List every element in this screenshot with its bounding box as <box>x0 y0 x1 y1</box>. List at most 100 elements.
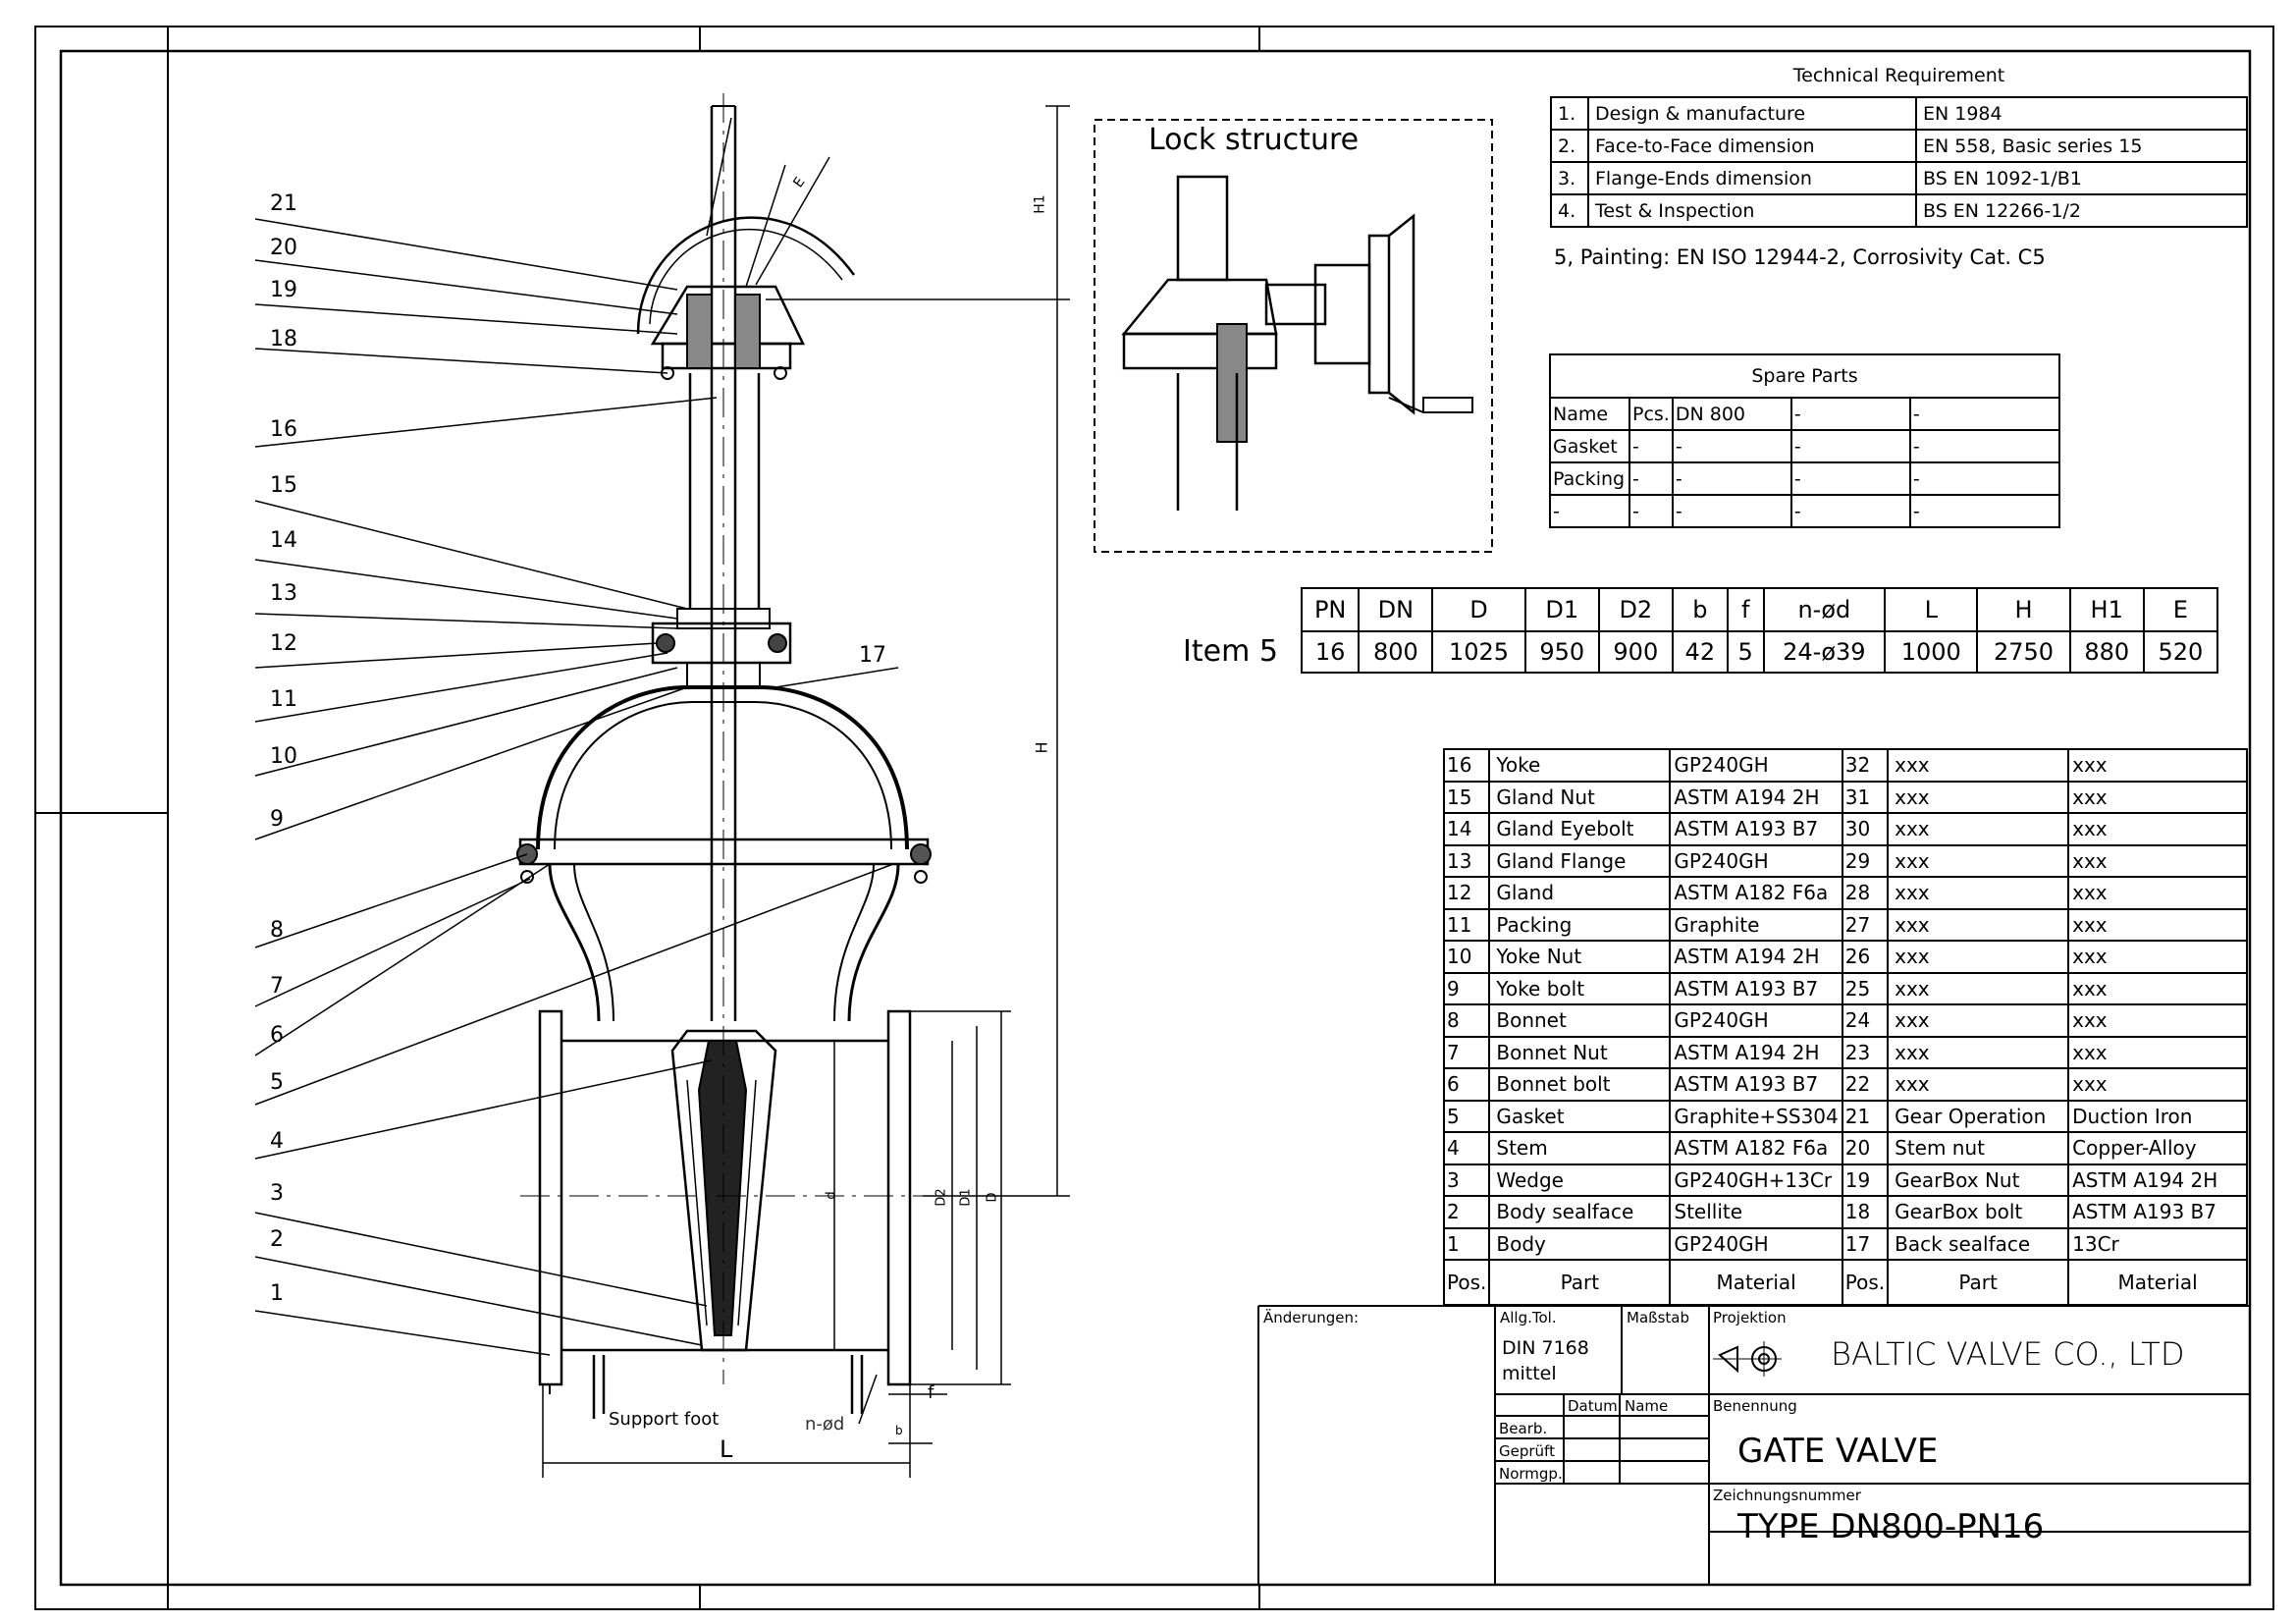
parts-pos: 9 <box>1442 971 1491 1005</box>
parts-part: xxx <box>1887 940 2070 974</box>
dim-value: 900 <box>1597 630 1674 674</box>
spare-cell: - <box>1789 461 1911 496</box>
spare-cell: - <box>1629 429 1674 463</box>
callout-8: 8 <box>270 918 284 943</box>
parts-material: ASTM A194 2H <box>2067 1163 2248 1197</box>
dimensions-row-label: Item 5 <box>1183 634 1278 669</box>
tech-req-item: Design & manufacture <box>1587 96 1917 131</box>
parts-material: xxx <box>2067 971 2248 1005</box>
tech-req-value: EN 558, Basic series 15 <box>1915 129 2248 163</box>
parts-material: GP240GH <box>1669 748 1843 783</box>
company-name: BALTIC VALVE CO., LTD <box>1831 1335 2185 1373</box>
parts-part: GearBox bolt <box>1887 1195 2070 1229</box>
parts-part: xxx <box>1887 1067 2070 1102</box>
parts-pos: 2 <box>1442 1195 1491 1229</box>
parts-pos: 7 <box>1442 1035 1491 1069</box>
painting-note: 5, Painting: EN ISO 12944-2, Corrosivity… <box>1554 245 2046 269</box>
parts-material: xxx <box>2067 1067 2248 1102</box>
callout-1: 1 <box>270 1281 284 1306</box>
parts-material: Stellite <box>1669 1195 1843 1229</box>
parts-material: xxx <box>2067 876 2248 910</box>
spare-parts-title: Spare Parts <box>1549 353 2060 399</box>
normgp-label: Normgp. <box>1499 1465 1563 1483</box>
callout-9: 9 <box>270 807 284 832</box>
dim-value: 520 <box>2142 630 2219 674</box>
parts-pos: 25 <box>1841 971 1890 1005</box>
dim-value: 5 <box>1726 630 1765 674</box>
parts-pos: 14 <box>1442 812 1491 846</box>
parts-part: Gland Nut <box>1488 780 1672 814</box>
spare-cell: - <box>1549 494 1630 528</box>
parts-part: xxx <box>1887 971 2070 1005</box>
callout-20: 20 <box>270 236 297 260</box>
tech-req-value: EN 1984 <box>1915 96 2248 131</box>
parts-pos: 4 <box>1442 1131 1491 1165</box>
parts-part: Yoke Nut <box>1488 940 1672 974</box>
parts-pos: 5 <box>1442 1099 1491 1133</box>
parts-part: Wedge <box>1488 1163 1672 1197</box>
parts-part: Body <box>1488 1226 1672 1261</box>
dim-value: 1025 <box>1431 630 1526 674</box>
dim-n-d-label: n-ød <box>805 1414 845 1435</box>
parts-part: Bonnet <box>1488 1003 1672 1038</box>
dim-value: 16 <box>1300 630 1361 674</box>
parts-header-material: Material <box>1669 1259 1843 1306</box>
dim-header: H <box>1976 587 2071 632</box>
spare-cell: Packing <box>1549 461 1630 496</box>
parts-material: Copper-Alloy <box>2067 1131 2248 1165</box>
callout-16: 16 <box>270 417 297 442</box>
spare-header: DN 800 <box>1671 397 1792 431</box>
parts-pos: 8 <box>1442 1003 1491 1038</box>
parts-part: xxx <box>1887 843 2070 878</box>
spare-cell: Gasket <box>1549 429 1630 463</box>
tech-req-item: Test & Inspection <box>1587 193 1917 228</box>
parts-material: xxx <box>2067 780 2248 814</box>
parts-pos: 3 <box>1442 1163 1491 1197</box>
parts-pos: 23 <box>1841 1035 1890 1069</box>
tech-req-no: 2. <box>1550 129 1589 163</box>
parts-part: xxx <box>1887 780 2070 814</box>
parts-pos: 17 <box>1841 1226 1890 1261</box>
parts-part: Back sealface <box>1887 1226 2070 1261</box>
parts-material: ASTM A193 B7 <box>1669 812 1843 846</box>
dim-header: D1 <box>1523 587 1600 632</box>
parts-pos: 16 <box>1442 748 1491 783</box>
dim-header: D <box>1431 587 1526 632</box>
callout-18: 18 <box>270 327 297 352</box>
parts-material: ASTM A194 2H <box>1669 780 1843 814</box>
callout-6: 6 <box>270 1023 284 1048</box>
parts-part: xxx <box>1887 812 2070 846</box>
parts-pos: 12 <box>1442 876 1491 910</box>
callout-3: 3 <box>270 1181 284 1206</box>
lock-structure-frame <box>1094 119 1493 553</box>
dim-header: f <box>1726 587 1765 632</box>
parts-material: GP240GH <box>1669 843 1843 878</box>
parts-material: Graphite+SS304 <box>1669 1099 1843 1133</box>
parts-header-pos: Pos. <box>1442 1259 1491 1306</box>
parts-pos: 27 <box>1841 907 1890 942</box>
parts-material: ASTM A194 2H <box>1669 1035 1843 1069</box>
spare-cell: - <box>1629 461 1674 496</box>
callout-19: 19 <box>270 278 297 302</box>
outer-frame <box>34 26 2274 1610</box>
callout-10: 10 <box>270 744 297 769</box>
spare-cell: - <box>1908 461 2061 496</box>
spare-cell: - <box>1671 429 1792 463</box>
zeichnungsnummer-label: Zeichnungsnummer <box>1713 1487 1861 1504</box>
bearb-label: Bearb. <box>1499 1420 1548 1437</box>
callout-14: 14 <box>270 528 297 553</box>
dim-value: 1000 <box>1884 630 1979 674</box>
parts-pos: 31 <box>1841 780 1890 814</box>
dim-value: 800 <box>1358 630 1434 674</box>
